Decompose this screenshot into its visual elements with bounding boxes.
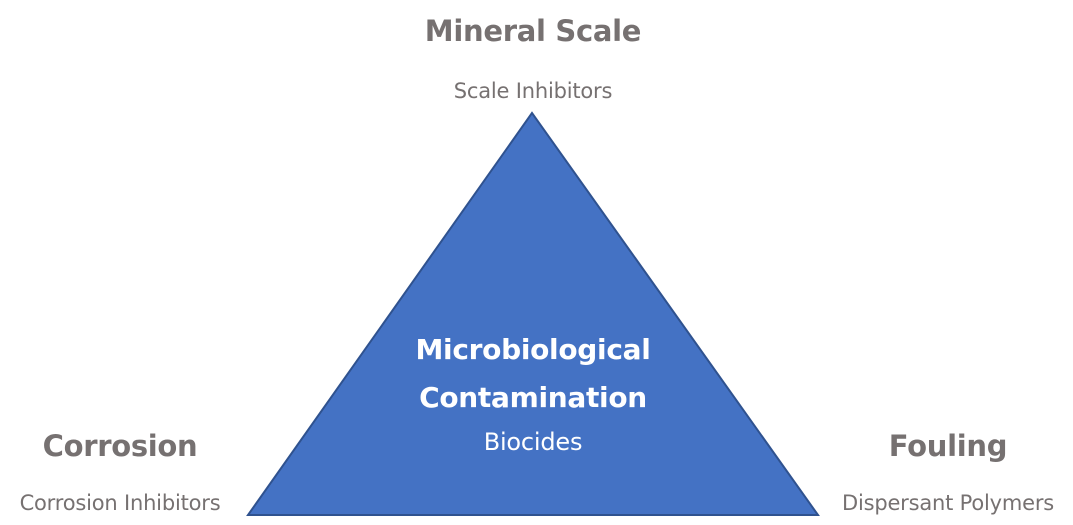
center-treatment: Biocides xyxy=(483,428,583,456)
center-title-line1: Microbiological xyxy=(415,333,651,366)
center-title-line2: Contamination xyxy=(419,381,647,414)
right-vertex-treatment: Dispersant Polymers xyxy=(841,491,1055,515)
left-vertex-title: Corrosion xyxy=(42,429,198,463)
top-vertex-title: Mineral Scale xyxy=(424,14,642,48)
top-vertex-treatment: Scale Inhibitors xyxy=(453,79,613,103)
left-vertex-treatment: Corrosion Inhibitors xyxy=(19,491,221,515)
right-vertex-title: Fouling xyxy=(888,429,1008,463)
